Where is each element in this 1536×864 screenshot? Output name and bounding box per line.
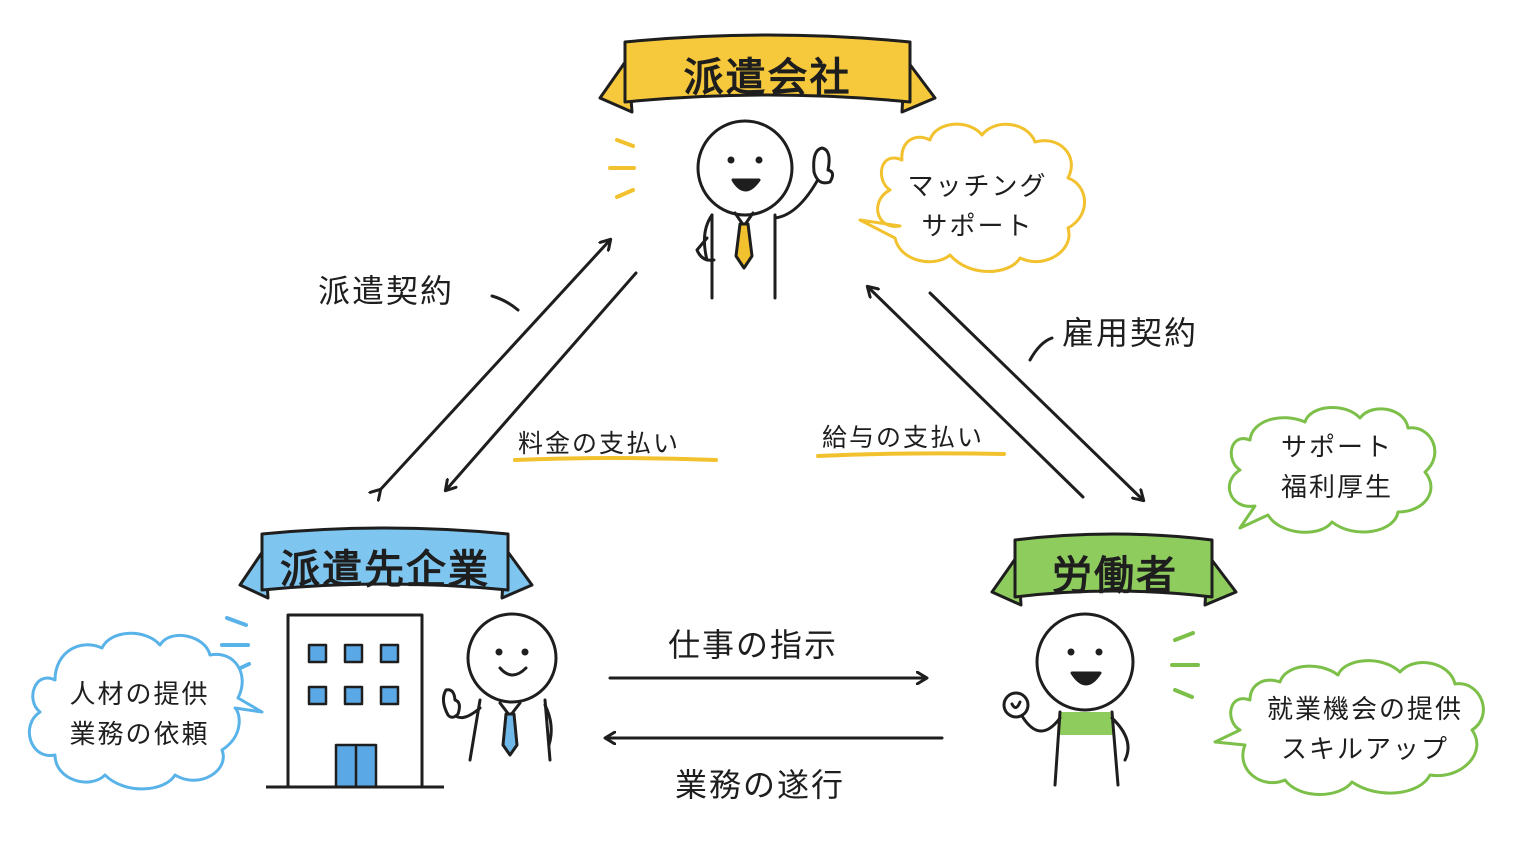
client-title: 派遣先企業 <box>280 547 490 593</box>
agency-sparkle-icon <box>608 138 636 199</box>
task-execution-label: 業務の遂行 <box>675 766 846 804</box>
worker-banner <box>990 532 1238 607</box>
worker-person-head <box>1035 612 1135 712</box>
client-bubble <box>27 631 264 791</box>
worker-growth-line-1: 就業機会の提供 <box>1266 695 1463 725</box>
worker-shirt-icon <box>1058 712 1115 735</box>
client-person-head <box>466 612 558 704</box>
salary-payment-underline <box>816 451 1006 458</box>
agency-person-head <box>696 119 794 217</box>
agency-banner <box>598 33 937 114</box>
client-bubble-text: 人材の提供 業務の依頼 <box>52 675 227 755</box>
client-bubble-line-2: 業務の依頼 <box>69 720 210 750</box>
dispatch-contract-arrow <box>380 240 610 490</box>
building-icon <box>266 613 444 789</box>
employment-contract-label: 雇用契約 <box>1062 314 1199 352</box>
agency-person <box>695 119 835 300</box>
dispatch-contract-leader <box>490 294 520 312</box>
client-bubble-line-1: 人材の提供 <box>69 680 210 710</box>
worker-sparkle-icon <box>1170 631 1200 699</box>
agency-bubble-line-2: サポート <box>921 212 1034 242</box>
salary-payment-label: 給与の支払い <box>822 423 985 452</box>
fee-payment-arrow <box>446 271 638 490</box>
worker-welfare-line-2: 福利厚生 <box>1280 473 1393 503</box>
work-instruction-label: 仕事の指示 <box>668 626 839 664</box>
fee-payment-underline <box>513 456 718 462</box>
client-banner <box>238 526 534 600</box>
worker-welfare-line-1: サポート <box>1280 433 1393 463</box>
client-person <box>441 612 558 762</box>
salary-payment-arrow <box>868 287 1085 499</box>
agency-title: 派遣会社 <box>683 55 852 101</box>
agency-bubble-text: マッチング サポート <box>895 167 1060 247</box>
worker-growth-bubble <box>1213 659 1485 796</box>
fee-payment-label: 料金の支払い <box>518 429 681 458</box>
employment-contract-leader <box>1028 336 1054 362</box>
worker-welfare-bubble <box>1227 405 1437 534</box>
worker-title: 労働者 <box>1052 553 1178 599</box>
employment-contract-arrow <box>928 291 1143 500</box>
agency-tie-icon <box>734 222 754 270</box>
worker-person <box>1002 612 1135 787</box>
worker-welfare-bubble-text: サポート 福利厚生 <box>1262 428 1412 508</box>
dispatch-contract-label: 派遣契約 <box>318 272 455 310</box>
worker-growth-bubble-text: 就業機会の提供 スキルアップ <box>1250 690 1480 770</box>
agency-bubble <box>858 122 1086 273</box>
worker-growth-line-2: スキルアップ <box>1280 735 1449 765</box>
agency-bubble-line-1: マッチング <box>907 172 1048 202</box>
client-tie-icon <box>501 712 519 757</box>
